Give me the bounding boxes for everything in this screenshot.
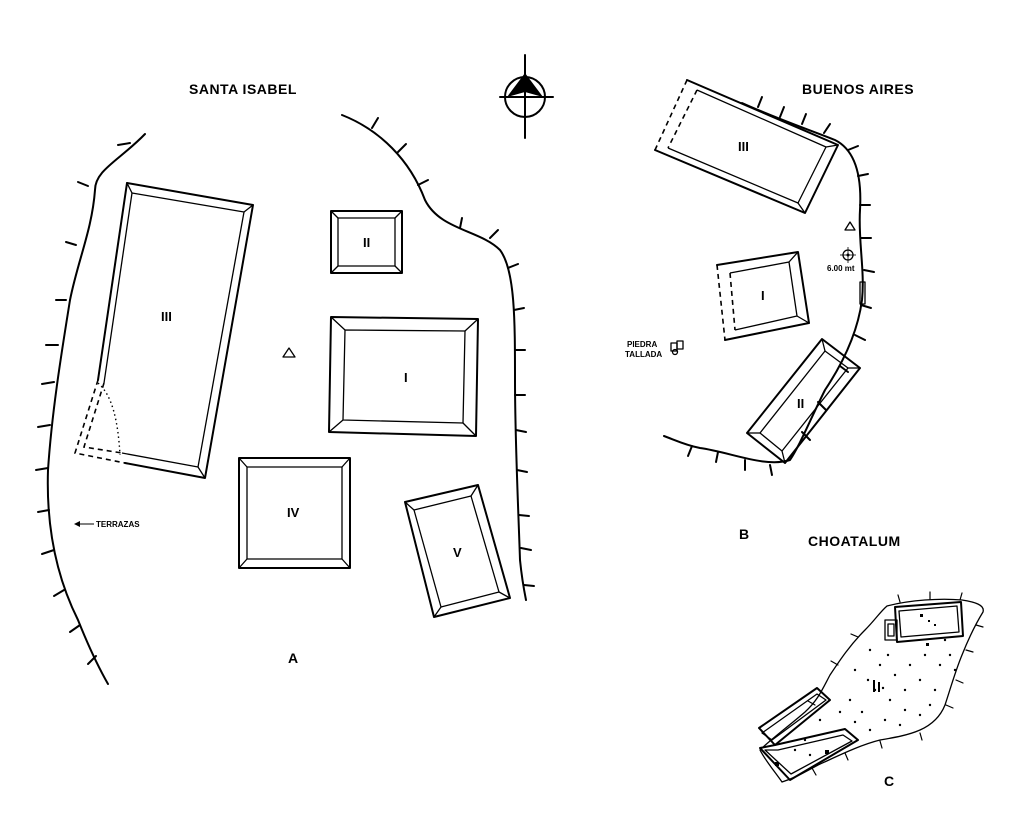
choatalum-ticks	[807, 591, 984, 776]
structure-IV-santa-isabel	[238, 457, 351, 569]
structure-upper-choatalum	[884, 601, 964, 646]
structure-V-santa-isabel	[404, 484, 511, 618]
structure-V-label: V	[453, 545, 462, 560]
carved-stone-icon	[670, 340, 684, 356]
structure-II-santa-isabel	[330, 210, 403, 274]
structure-lower-choatalum	[758, 687, 859, 781]
choatalum-outline	[759, 598, 984, 783]
triangle-datum-icon	[282, 347, 296, 358]
structure-IV-label: IV	[287, 505, 300, 520]
structure-I-buenos-aires	[716, 251, 810, 341]
structure-II-buenos-aires	[746, 338, 861, 464]
buenos-aires-contour	[663, 102, 864, 464]
ba-structure-I-label: I	[761, 288, 765, 303]
structure-I-santa-isabel	[328, 316, 479, 437]
structure-I-label: I	[404, 370, 408, 385]
choatalum-scatter	[793, 638, 957, 757]
santa-isabel-title: SANTA ISABEL	[189, 81, 297, 97]
panel-A-label: A	[288, 650, 299, 666]
ba-structure-II-label: II	[797, 396, 805, 411]
left-contour	[46, 133, 146, 685]
north-arrow-icon	[499, 54, 554, 139]
panel-B-label: B	[739, 526, 750, 542]
panel-C-label: C	[884, 773, 895, 789]
buenos-aires-plan	[654, 79, 875, 476]
right-contour-ticks	[371, 117, 535, 587]
left-contour-ticks	[35, 142, 131, 665]
santa-isabel-plan	[35, 114, 535, 685]
structure-III-label: III	[161, 309, 172, 324]
right-contour	[341, 114, 527, 601]
benchmark-icon	[840, 247, 856, 263]
ba-structure-III-label: III	[738, 139, 749, 154]
tallada-label: TALLADA	[625, 350, 663, 359]
structure-III-buenos-aires	[654, 79, 839, 214]
terrazas-label: TERRAZAS	[96, 520, 140, 529]
choatalum-plan	[758, 591, 984, 783]
buenos-aires-title: BUENOS AIRES	[802, 81, 915, 97]
structure-III-outline	[73, 182, 254, 479]
terrazas-arrow-icon	[74, 521, 94, 527]
bench-marker-strip	[859, 281, 866, 305]
buenos-aires-contour-ticks	[687, 96, 875, 476]
piedra-label: PIEDRA	[627, 340, 658, 349]
triangle-datum-icon	[844, 221, 856, 231]
structure-II-label: II	[363, 235, 371, 250]
elevation-label: 6.00 mt	[827, 264, 855, 273]
choatalum-title: CHOATALUM	[808, 533, 901, 549]
